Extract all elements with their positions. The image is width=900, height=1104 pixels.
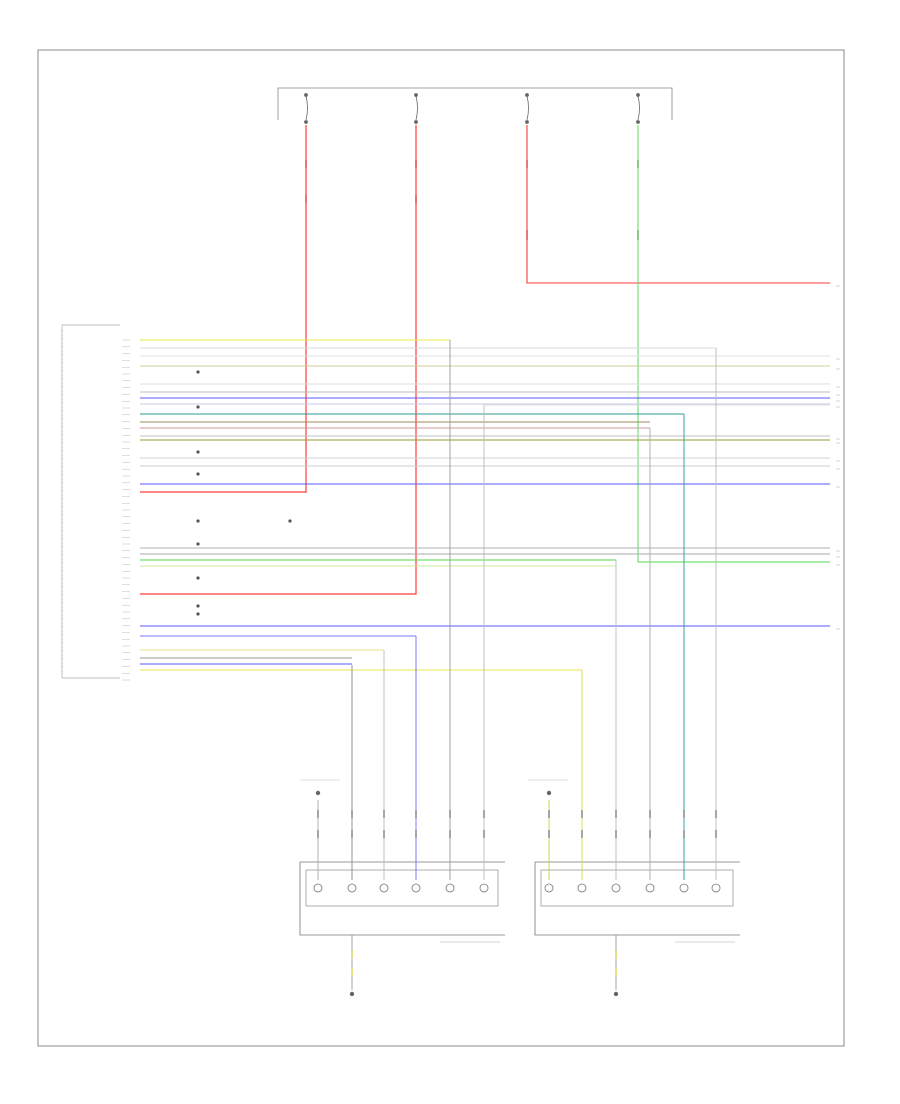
wire-group [140, 125, 830, 675]
wire-red-fuse-1 [140, 125, 307, 493]
top-fuse-bracket [277, 87, 673, 120]
fuse-3 [525, 93, 529, 124]
annotation-dot [196, 370, 200, 374]
lamp-connectors [317, 810, 717, 838]
wire-red-fuse-2 [140, 125, 417, 595]
annotation-dot [196, 604, 200, 608]
annotation-dot [196, 542, 200, 546]
fuse-2 [414, 93, 418, 124]
lamp-drops [317, 340, 717, 880]
fuse-connectors [305, 160, 639, 240]
fuse-1 [304, 93, 308, 124]
wire-green-fuse-4 [637, 125, 830, 563]
wire-red-fuse-3 [526, 125, 830, 284]
annotation-dot [196, 612, 200, 616]
lamp-sensor-left [300, 779, 340, 796]
annotation-dot [288, 519, 292, 523]
ground-right [613, 935, 619, 997]
annotation-dot [196, 405, 200, 409]
light-module [61, 324, 120, 679]
annotation-dot [196, 450, 200, 454]
fuse-4 [636, 93, 640, 124]
lamp-assembly-right [534, 861, 740, 936]
module-pin-marks [122, 339, 130, 681]
lamp-sensor-right [528, 779, 568, 796]
ground-left [349, 935, 355, 997]
lamp-assembly-left [299, 861, 505, 936]
annotation-dot [196, 472, 200, 476]
annotation-dot [196, 576, 200, 580]
lamp-bulbs-left [313, 883, 489, 893]
lamp-bulbs-right [544, 883, 721, 893]
annotation-dot [196, 519, 200, 523]
diagram-frame [37, 49, 845, 1047]
fuse-group [304, 93, 640, 124]
annotation-group [196, 370, 292, 616]
right-terminals [836, 285, 840, 630]
